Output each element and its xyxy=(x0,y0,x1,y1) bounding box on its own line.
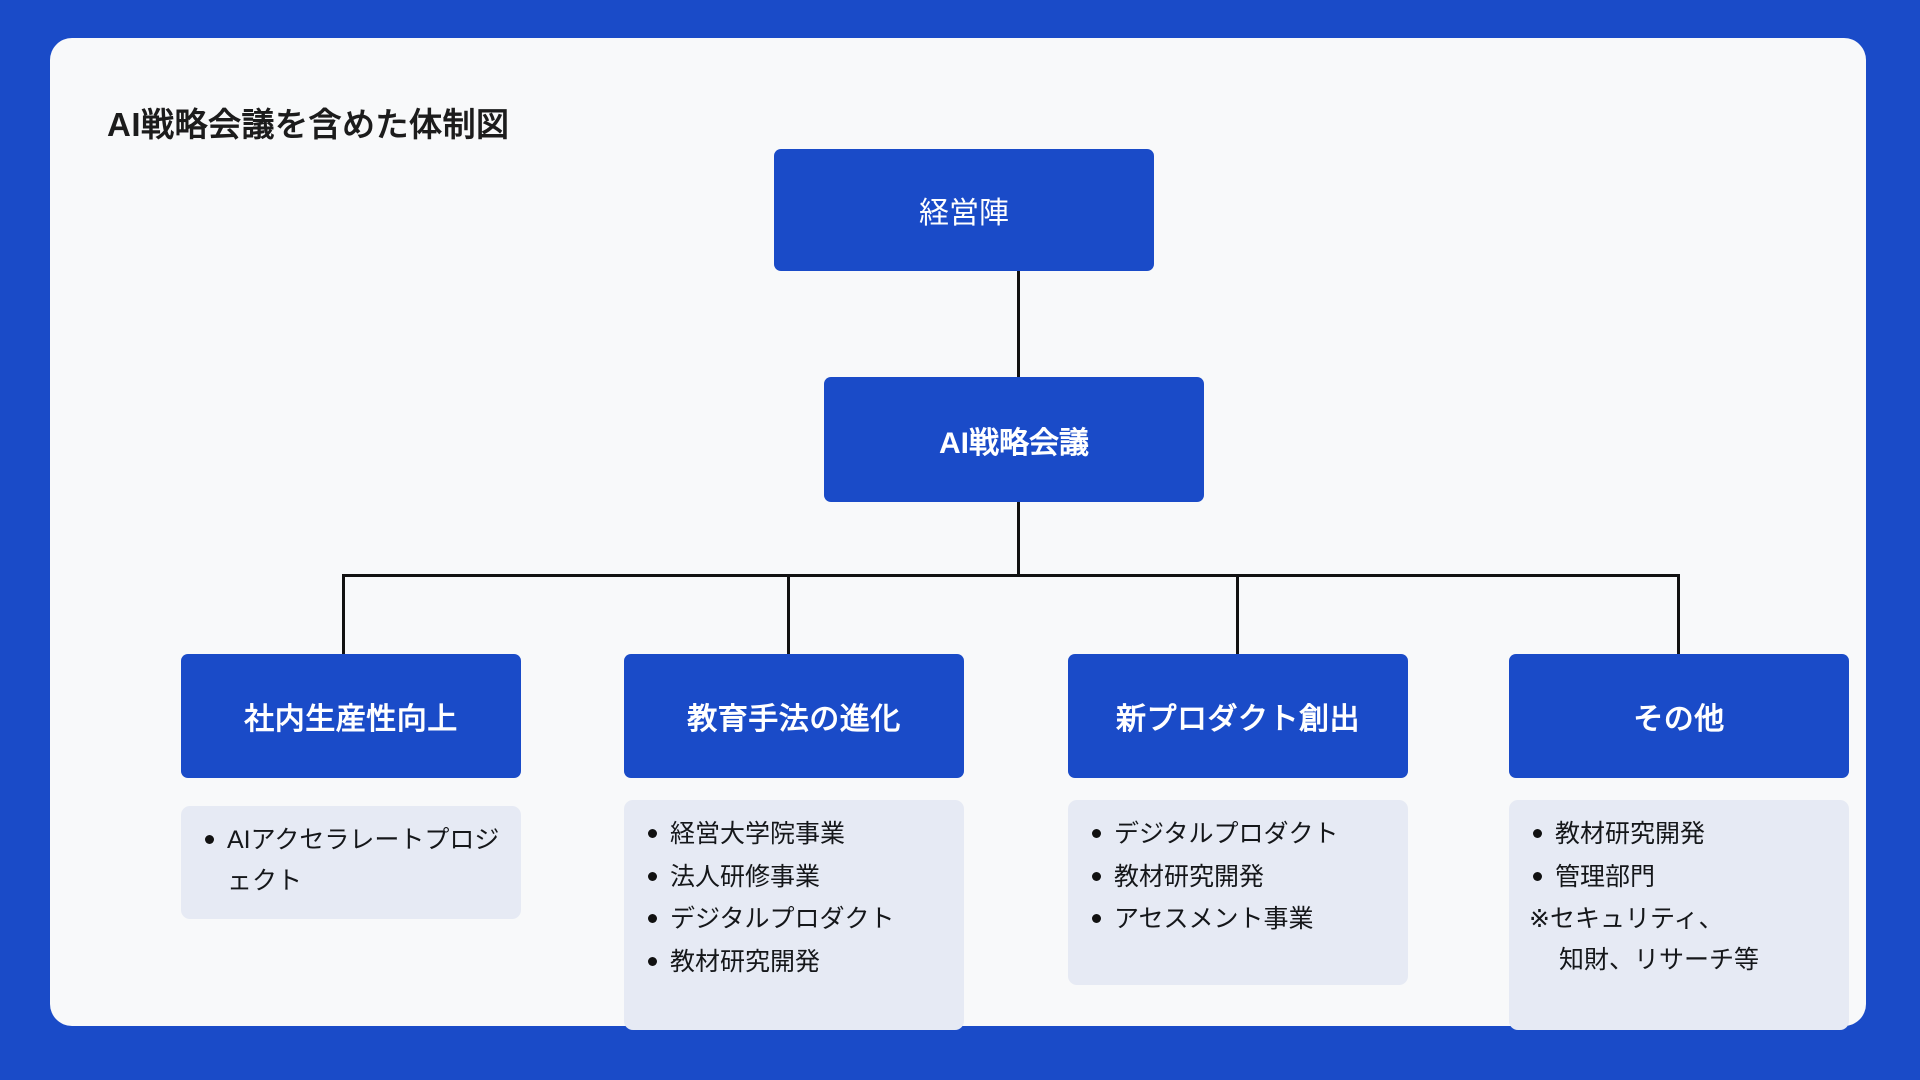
list-item: 教材研究開発 xyxy=(1525,814,1833,855)
detail-panel-branch-2: 経営大学院事業 法人研修事業 デジタルプロダクト 教材研究開発 xyxy=(624,800,964,1030)
list-item: 教材研究開発 xyxy=(640,942,948,983)
connector-drop-branch-4 xyxy=(1677,574,1680,654)
page-title: AI戦略会議を含めた体制図 xyxy=(107,106,510,143)
node-branch-3-label: 新プロダクト創出 xyxy=(1116,703,1360,736)
diagram-card: AI戦略会議を含めた体制図 経営陣 AI戦略会議 社内生産性向上 教育手法の進化… xyxy=(50,38,1866,1030)
node-executives[interactable]: 経営陣 xyxy=(774,149,1154,271)
detail-list-branch-1: AIアクセラレートプロジェクト xyxy=(197,820,505,901)
node-ai-strategy-meeting-label: AI戦略会議 xyxy=(939,426,1089,460)
connector-drop-branch-2 xyxy=(787,574,790,654)
list-item: 教材研究開発 xyxy=(1084,857,1392,898)
node-branch-2[interactable]: 教育手法の進化 xyxy=(624,654,964,778)
connector-root-to-second xyxy=(1017,271,1020,377)
detail-panel-branch-3: デジタルプロダクト 教材研究開発 アセスメント事業 xyxy=(1068,800,1408,985)
list-item: 経営大学院事業 xyxy=(640,814,948,855)
list-item: デジタルプロダクト xyxy=(640,899,948,940)
list-item: アセスメント事業 xyxy=(1084,899,1392,940)
list-item: AIアクセラレートプロジェクト xyxy=(197,820,505,901)
node-ai-strategy-meeting[interactable]: AI戦略会議 xyxy=(824,377,1204,502)
detail-panel-branch-4: 教材研究開発 管理部門 ※セキュリティ、 知財、リサーチ等 xyxy=(1509,800,1849,1030)
node-branch-4[interactable]: その他 xyxy=(1509,654,1849,778)
detail-note-line-1: ※セキュリティ、 xyxy=(1529,905,1724,933)
node-branch-1-label: 社内生産性向上 xyxy=(244,703,458,736)
detail-list-branch-4: 教材研究開発 管理部門 xyxy=(1525,814,1833,897)
connector-second-to-bus xyxy=(1017,502,1020,574)
node-branch-3[interactable]: 新プロダクト創出 xyxy=(1068,654,1408,778)
list-item: デジタルプロダクト xyxy=(1084,814,1392,855)
connector-drop-branch-3 xyxy=(1236,574,1239,654)
connector-horizontal-bus xyxy=(342,574,1680,577)
detail-list-branch-3: デジタルプロダクト 教材研究開発 アセスメント事業 xyxy=(1084,814,1392,940)
list-item: 法人研修事業 xyxy=(640,857,948,898)
node-branch-2-label: 教育手法の進化 xyxy=(687,703,901,736)
detail-list-branch-2: 経営大学院事業 法人研修事業 デジタルプロダクト 教材研究開発 xyxy=(640,814,948,982)
node-branch-1[interactable]: 社内生産性向上 xyxy=(181,654,521,778)
node-branch-4-label: その他 xyxy=(1633,703,1725,736)
connector-drop-branch-1 xyxy=(342,574,345,654)
node-executives-label: 経営陣 xyxy=(919,197,1009,230)
detail-panel-branch-1: AIアクセラレートプロジェクト xyxy=(181,806,521,919)
detail-note-branch-4: ※セキュリティ、 知財、リサーチ等 xyxy=(1525,899,1833,980)
list-item: 管理部門 xyxy=(1525,857,1833,898)
detail-note-line-2: 知財、リサーチ等 xyxy=(1559,945,1760,974)
